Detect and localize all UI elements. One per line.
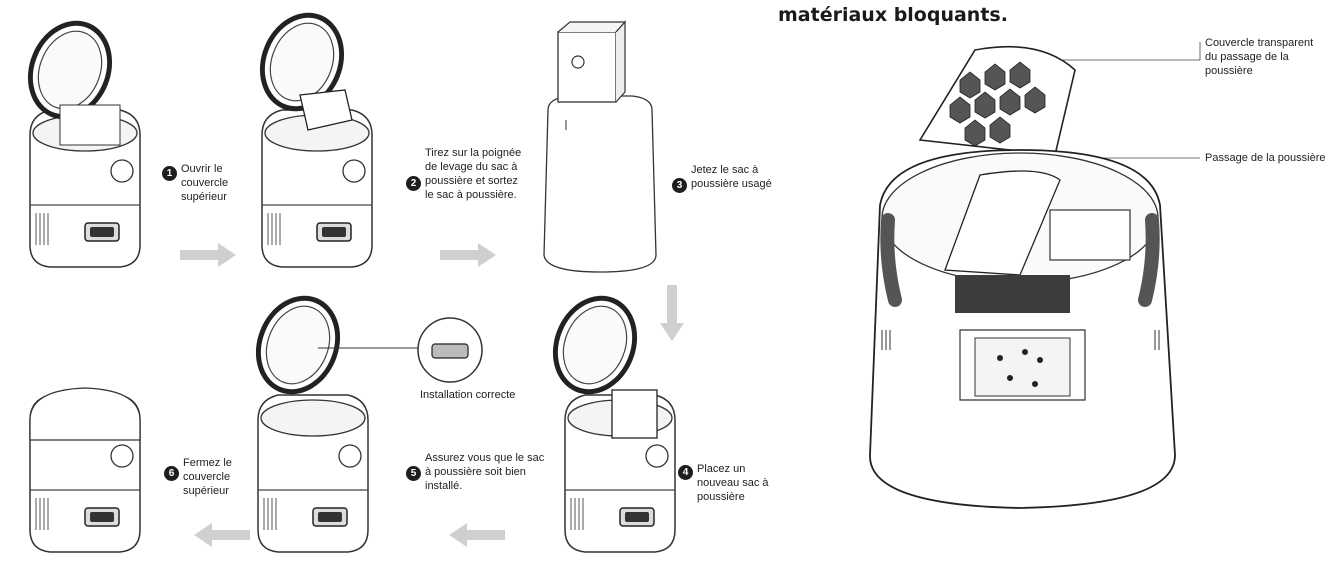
transparent-cover-callout: Couvercle transparent du passage de la p… [1205,36,1313,78]
installation-correct-label: Installation correcte [420,389,516,401]
step-1-text: Ouvrir le couvercle supérieur [181,162,228,204]
step-5-line: Assurez vous que le sac [425,452,545,464]
callout-line: du passage de la [1205,51,1289,63]
step-1-line: couvercle [181,177,229,189]
step-number-5: 5 [406,466,421,481]
step-2-text: Tirez sur la poignée de levage du sac à … [425,146,521,202]
step-6-line: supérieur [183,485,229,497]
step-4-line: poussière [697,491,745,503]
heading-fragment: matériaux bloquants. [778,4,1008,26]
step-6-line: Fermez le [183,457,232,469]
step-number-3: 3 [672,178,687,193]
step-number-1: 1 [162,166,177,181]
step-2-line: poussière et sortez [425,175,518,187]
step-1-line: supérieur [181,191,227,203]
step-6-line: couvercle [183,471,231,483]
dust-passage-callout: Passage de la poussière [1205,152,1326,164]
step-3-line: poussière usagé [691,178,772,190]
step-3-text: Jetez le sac à poussière usagé [691,163,772,191]
step-1-line: Ouvrir le [181,163,223,175]
step-number-2: 2 [406,176,421,191]
step-number-4: 4 [678,465,693,480]
step-number-6: 6 [164,466,179,481]
step-6-text: Fermez le couvercle supérieur [183,456,232,498]
step-2-line: Tirez sur la poignée [425,147,522,159]
step-4-line: nouveau sac à [697,477,769,489]
step-5-text: Assurez vous que le sac à poussière soit… [425,451,544,493]
step-5-line: à poussière soit bien [425,466,526,478]
step-2-line: de levage du sac à [425,161,518,173]
callout-line: poussière [1205,65,1253,77]
callout-line: Couvercle transparent [1205,37,1314,49]
step-5-line: installé. [425,480,463,492]
step-4-line: Placez un [697,463,746,475]
step-4-text: Placez un nouveau sac à poussière [697,462,769,504]
step-2-line: le sac à poussière. [425,189,517,201]
step-3-line: Jetez le sac à [691,164,759,176]
